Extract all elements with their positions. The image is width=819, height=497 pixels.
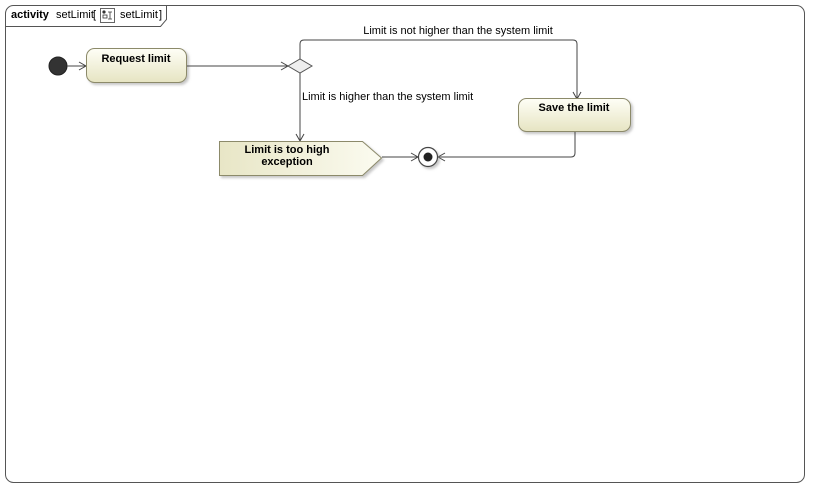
- send-signal-limit-too-high-exception[interactable]: Limit is too high exception: [219, 141, 383, 176]
- activity-final-node[interactable]: [417, 146, 439, 168]
- frame-bracket-open: [: [93, 9, 96, 21]
- exception-label-line2: exception: [261, 156, 313, 168]
- decision-node[interactable]: [287, 58, 313, 74]
- frame-header-tab: [5, 5, 167, 27]
- action-save-the-limit[interactable]: Save the limit: [518, 98, 631, 132]
- guard-not-higher-label: Limit is not higher than the system limi…: [363, 25, 553, 37]
- frame-keyword: activity: [11, 9, 50, 21]
- action-save-the-limit-label: Save the limit: [539, 102, 610, 114]
- frame-bracket-close: ]: [159, 9, 162, 21]
- activity-diagram-icon: [100, 8, 115, 23]
- initial-node[interactable]: [48, 56, 68, 76]
- action-request-limit-label: Request limit: [101, 53, 170, 65]
- guard-higher-label: Limit is higher than the system limit: [302, 91, 473, 103]
- frame-name: setLimit: [56, 9, 94, 21]
- frame-diagram-ref: setLimit: [120, 9, 158, 21]
- exception-label-line1: Limit is too high: [245, 144, 330, 156]
- action-request-limit[interactable]: Request limit: [86, 48, 187, 83]
